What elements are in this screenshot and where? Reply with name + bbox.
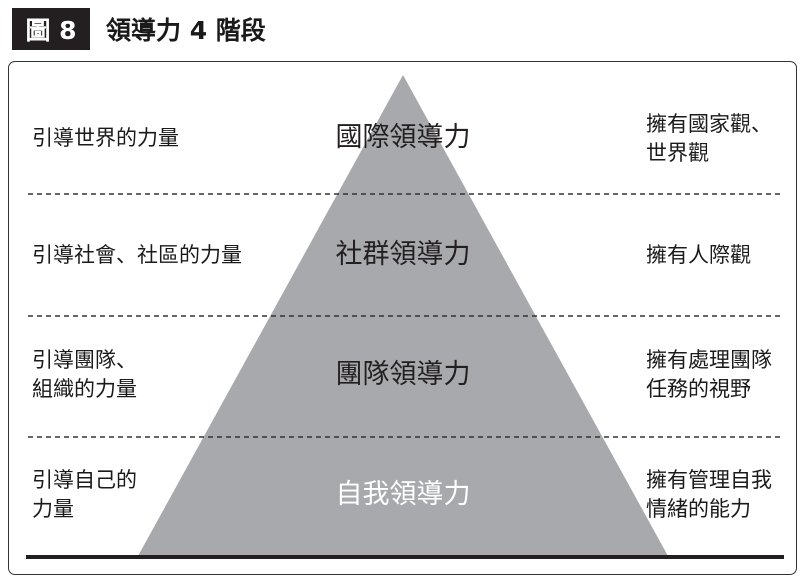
right-desc-community: 擁有人際觀 xyxy=(646,243,751,267)
level-name-community: 社群領導力 xyxy=(336,239,471,270)
figure-title: 領導力 4 階段 xyxy=(106,16,266,45)
level-name-self: 自我領導力 xyxy=(336,479,471,510)
right-desc-team: 擁有處理團隊 任務的視野 xyxy=(646,348,772,401)
left-desc-team: 引導團隊、 組織的力量 xyxy=(32,348,137,401)
right-desc-international: 擁有國家觀、 世界觀 xyxy=(646,112,772,165)
left-desc-self: 引導自己的 力量 xyxy=(32,468,137,521)
left-desc-community: 引導社會、社區的力量 xyxy=(32,243,242,267)
figure-number-badge: 圖 8 xyxy=(12,8,90,50)
level-name-team: 團隊領導力 xyxy=(336,359,471,390)
level-name-international: 國際領導力 xyxy=(336,122,471,153)
right-desc-self: 擁有管理自我 情緒的能力 xyxy=(646,468,772,521)
left-desc-international: 引導世界的力量 xyxy=(32,126,179,150)
pyramid-shape xyxy=(138,75,668,556)
diagram-frame xyxy=(8,61,797,575)
